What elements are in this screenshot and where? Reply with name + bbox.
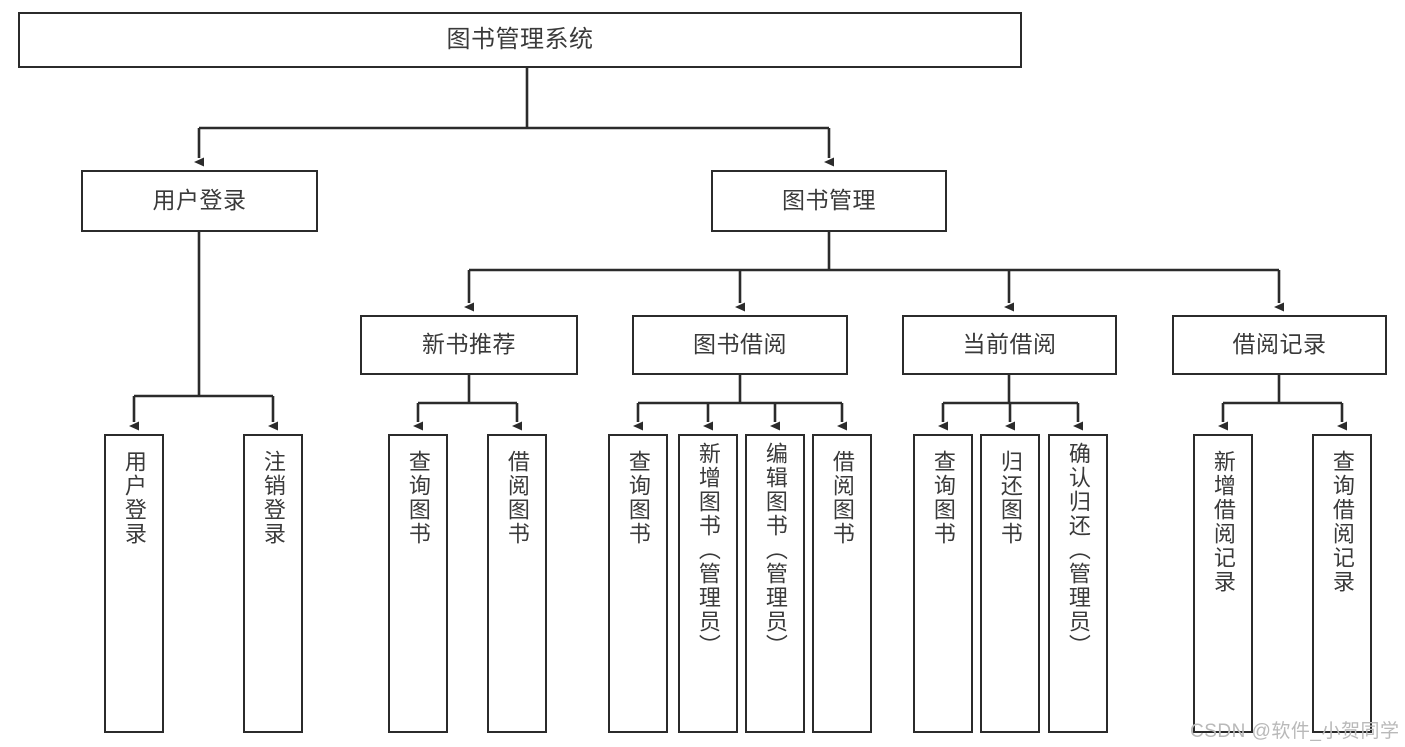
node-leaf-user-logout-label: 注销登录: [260, 450, 286, 546]
node-leaf-confirm-return-admin[interactable]: 确认归还（管理员）: [1048, 434, 1108, 733]
node-borrow-record[interactable]: 借阅记录: [1172, 315, 1387, 375]
node-leaf-user-login[interactable]: 用户登录: [104, 434, 164, 733]
node-leaf-query-book-borrow[interactable]: 查询图书: [608, 434, 668, 733]
node-leaf-add-book-admin[interactable]: 新增图书（管理员）: [678, 434, 738, 733]
node-leaf-borrow-book[interactable]: 借阅图书: [812, 434, 872, 733]
node-current-borrow[interactable]: 当前借阅: [902, 315, 1117, 375]
node-leaf-add-borrow-record[interactable]: 新增借阅记录: [1193, 434, 1253, 733]
node-new-book-recommend-label: 新书推荐: [422, 331, 516, 358]
node-current-borrow-label: 当前借阅: [962, 331, 1057, 358]
node-borrow-record-label: 借阅记录: [1232, 331, 1327, 358]
node-leaf-query-book-recommend-label: 查询图书: [405, 450, 431, 546]
watermark-text: CSDN @软件_小贺同学: [1190, 721, 1400, 742]
node-leaf-borrow-book-recommend[interactable]: 借阅图书: [487, 434, 547, 733]
node-leaf-query-borrow-record-label: 查询借阅记录: [1329, 450, 1355, 594]
node-leaf-edit-book-admin-label: 编辑图书（管理员）: [762, 442, 788, 658]
node-leaf-borrow-book-recommend-label: 借阅图书: [504, 450, 530, 546]
node-user-login-label: 用户登录: [152, 187, 247, 214]
node-leaf-query-book-recommend[interactable]: 查询图书: [388, 434, 448, 733]
node-leaf-user-logout[interactable]: 注销登录: [243, 434, 303, 733]
node-leaf-confirm-return-admin-label: 确认归还（管理员）: [1065, 442, 1091, 658]
node-new-book-recommend[interactable]: 新书推荐: [360, 315, 578, 375]
node-leaf-query-book-borrow-label: 查询图书: [625, 450, 651, 546]
node-leaf-return-book-label: 归还图书: [997, 450, 1023, 546]
node-leaf-edit-book-admin[interactable]: 编辑图书（管理员）: [745, 434, 805, 733]
node-book-manage[interactable]: 图书管理: [711, 170, 947, 232]
node-leaf-query-book-current-label: 查询图书: [930, 450, 956, 546]
node-book-borrow[interactable]: 图书借阅: [632, 315, 848, 375]
node-root-label: 图书管理系统: [446, 25, 594, 53]
node-book-manage-label: 图书管理: [782, 187, 876, 214]
node-leaf-return-book[interactable]: 归还图书: [980, 434, 1040, 733]
node-user-login[interactable]: 用户登录: [81, 170, 318, 232]
node-leaf-add-book-admin-label: 新增图书（管理员）: [695, 442, 721, 658]
node-leaf-query-borrow-record[interactable]: 查询借阅记录: [1312, 434, 1372, 733]
node-leaf-add-borrow-record-label: 新增借阅记录: [1210, 450, 1236, 594]
node-leaf-user-login-label: 用户登录: [121, 450, 147, 546]
node-book-borrow-label: 图书借阅: [693, 331, 787, 358]
node-leaf-borrow-book-label: 借阅图书: [829, 450, 855, 546]
node-root[interactable]: 图书管理系统: [18, 12, 1022, 68]
node-leaf-query-book-current[interactable]: 查询图书: [913, 434, 973, 733]
